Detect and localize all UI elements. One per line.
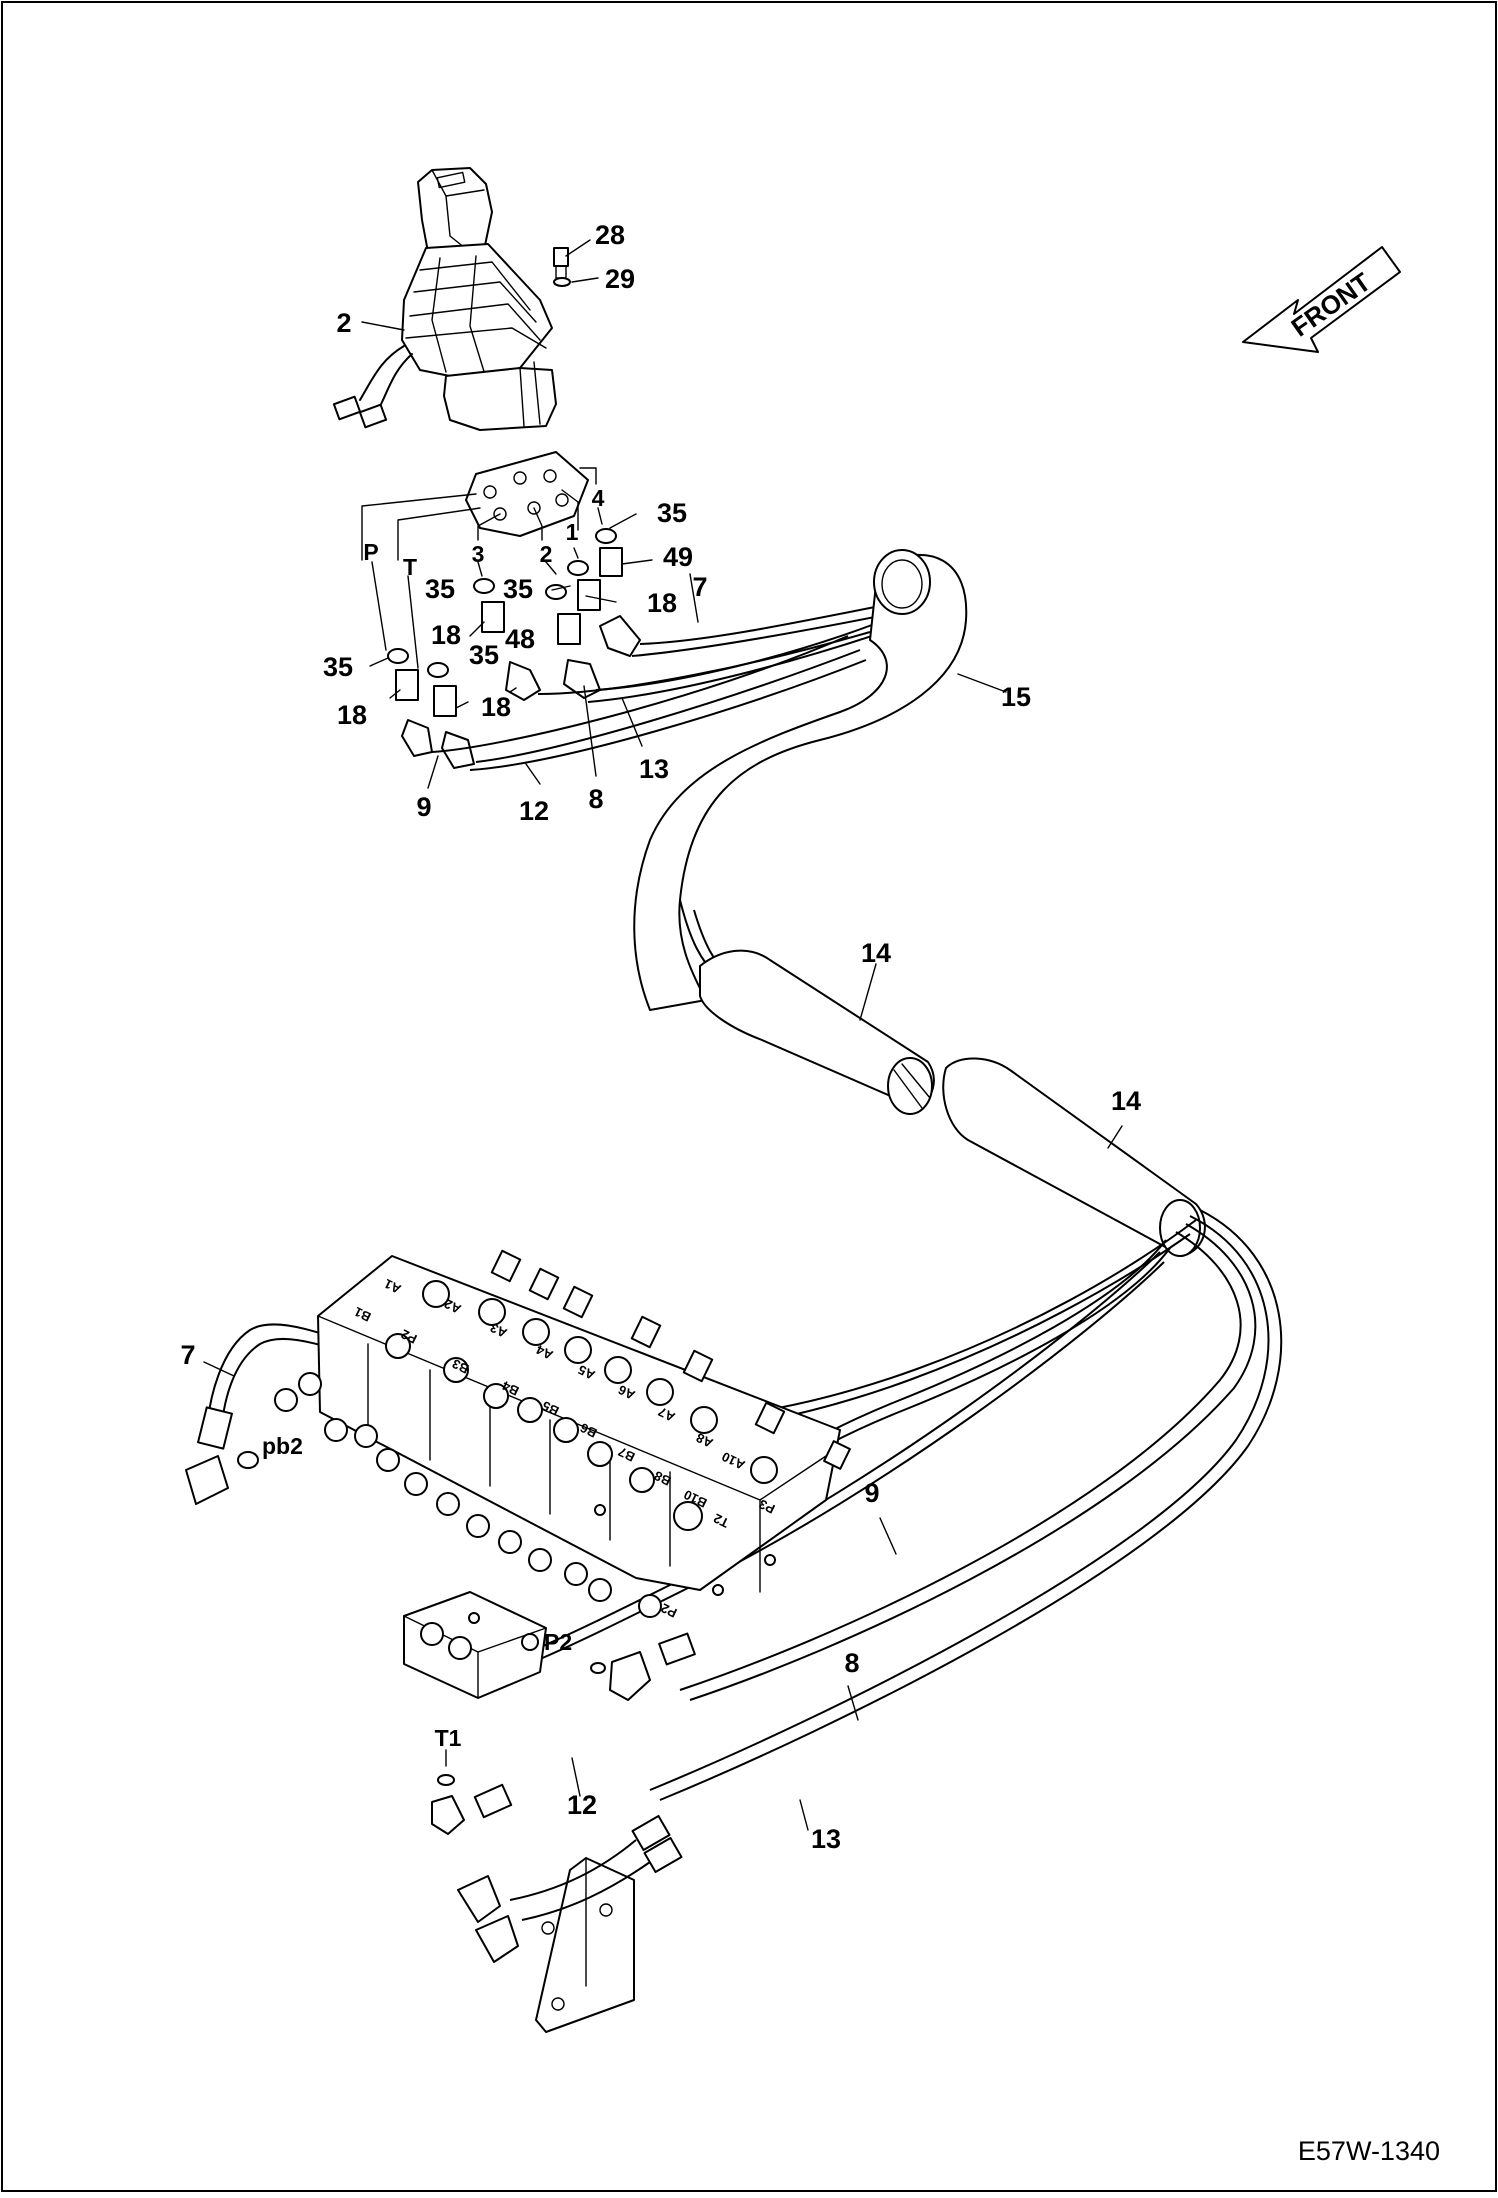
callout-2: 2 — [336, 308, 351, 338]
spool-label: A1 — [382, 1276, 404, 1297]
callout-18: 18 — [647, 588, 677, 618]
port-label-4: 4 — [592, 485, 605, 511]
callout-12: 12 — [519, 796, 549, 826]
callout-28: 28 — [595, 220, 625, 250]
callout-9: 9 — [416, 792, 431, 822]
callout-leaders — [203, 239, 1123, 1831]
port-label-t: T — [403, 554, 417, 580]
spool-label: P2 — [658, 1600, 679, 1620]
drawing-code: E57W-1340 — [1297, 2136, 1440, 2166]
protective-sleeve-15 — [633, 549, 968, 1011]
port-label-2: 2 — [540, 541, 553, 567]
spool-label: B6 — [578, 1420, 600, 1441]
spool-label: P3 — [756, 1496, 777, 1516]
protective-sleeve-14-lower — [942, 1057, 1206, 1257]
spool-label: B8 — [652, 1468, 674, 1489]
callout-7: 7 — [180, 1340, 195, 1370]
hose-bracket — [457, 1839, 651, 2033]
part-callouts: 28 29 2 35 49 35 35 18 7 18 48 35 35 18 … — [180, 220, 1141, 1854]
joystick-assembly — [332, 167, 571, 431]
mounting-plate — [465, 451, 589, 537]
spool-label: T2 — [711, 1511, 731, 1531]
callout-8: 8 — [844, 1648, 859, 1678]
port-leader-lines — [361, 467, 603, 669]
spool-label: A3 — [488, 1320, 510, 1341]
callout-35: 35 — [323, 652, 353, 682]
bottom-fittings — [431, 1632, 696, 1874]
spool-label: A5 — [576, 1362, 598, 1383]
port-letter-labels: P T 3 2 1 4 pb2 P2 T1 — [262, 485, 605, 1751]
callout-18: 18 — [337, 700, 367, 730]
callout-35: 35 — [425, 574, 455, 604]
callout-49: 49 — [663, 542, 693, 572]
port-label-3: 3 — [472, 541, 485, 567]
front-label: FRONT — [1286, 267, 1377, 343]
port-label-t1: T1 — [435, 1725, 462, 1751]
spool-label: P2 — [398, 1326, 419, 1346]
port-label-p: P — [363, 539, 378, 565]
port-label-pb2: pb2 — [262, 1433, 303, 1459]
front-direction-arrow: FRONT — [1242, 246, 1401, 353]
callout-35: 35 — [657, 498, 687, 528]
spool-label: A6 — [616, 1382, 638, 1403]
port-label-1: 1 — [566, 519, 579, 545]
spool-label: B4 — [499, 1378, 521, 1399]
manifold-block — [403, 1591, 547, 1699]
valve-port-labels: A1 B1 A2 P2 A3 B3 A4 B4 A5 B5 A6 B6 A7 B… — [352, 1276, 778, 1621]
fittings-cluster — [387, 528, 641, 769]
spool-label: A4 — [533, 1342, 555, 1363]
spool-label: A8 — [694, 1430, 716, 1451]
callout-8: 8 — [588, 784, 603, 814]
hose-bundle-upper — [431, 603, 901, 771]
protective-sleeve-14-upper — [679, 899, 935, 1115]
spool-label: B7 — [616, 1444, 638, 1465]
control-valve-block — [274, 1249, 851, 1618]
spool-label: B3 — [450, 1356, 472, 1377]
callout-18: 18 — [431, 620, 461, 650]
callout-14: 14 — [1111, 1086, 1141, 1116]
callout-15: 15 — [1001, 682, 1031, 712]
callout-18: 18 — [481, 692, 511, 722]
callout-13: 13 — [639, 754, 669, 784]
callout-35: 35 — [469, 640, 499, 670]
callout-13: 13 — [811, 1824, 841, 1854]
callout-12: 12 — [567, 1790, 597, 1820]
spool-label: B1 — [352, 1304, 374, 1325]
callout-7: 7 — [692, 572, 707, 602]
spool-label: B5 — [540, 1398, 562, 1419]
callout-29: 29 — [605, 264, 635, 294]
spool-label: A2 — [442, 1296, 464, 1317]
callout-9: 9 — [864, 1478, 879, 1508]
callout-14: 14 — [861, 938, 891, 968]
spool-label: A7 — [656, 1404, 678, 1425]
port-label-p2: P2 — [544, 1629, 572, 1655]
callout-35: 35 — [503, 574, 533, 604]
callout-48: 48 — [505, 624, 535, 654]
